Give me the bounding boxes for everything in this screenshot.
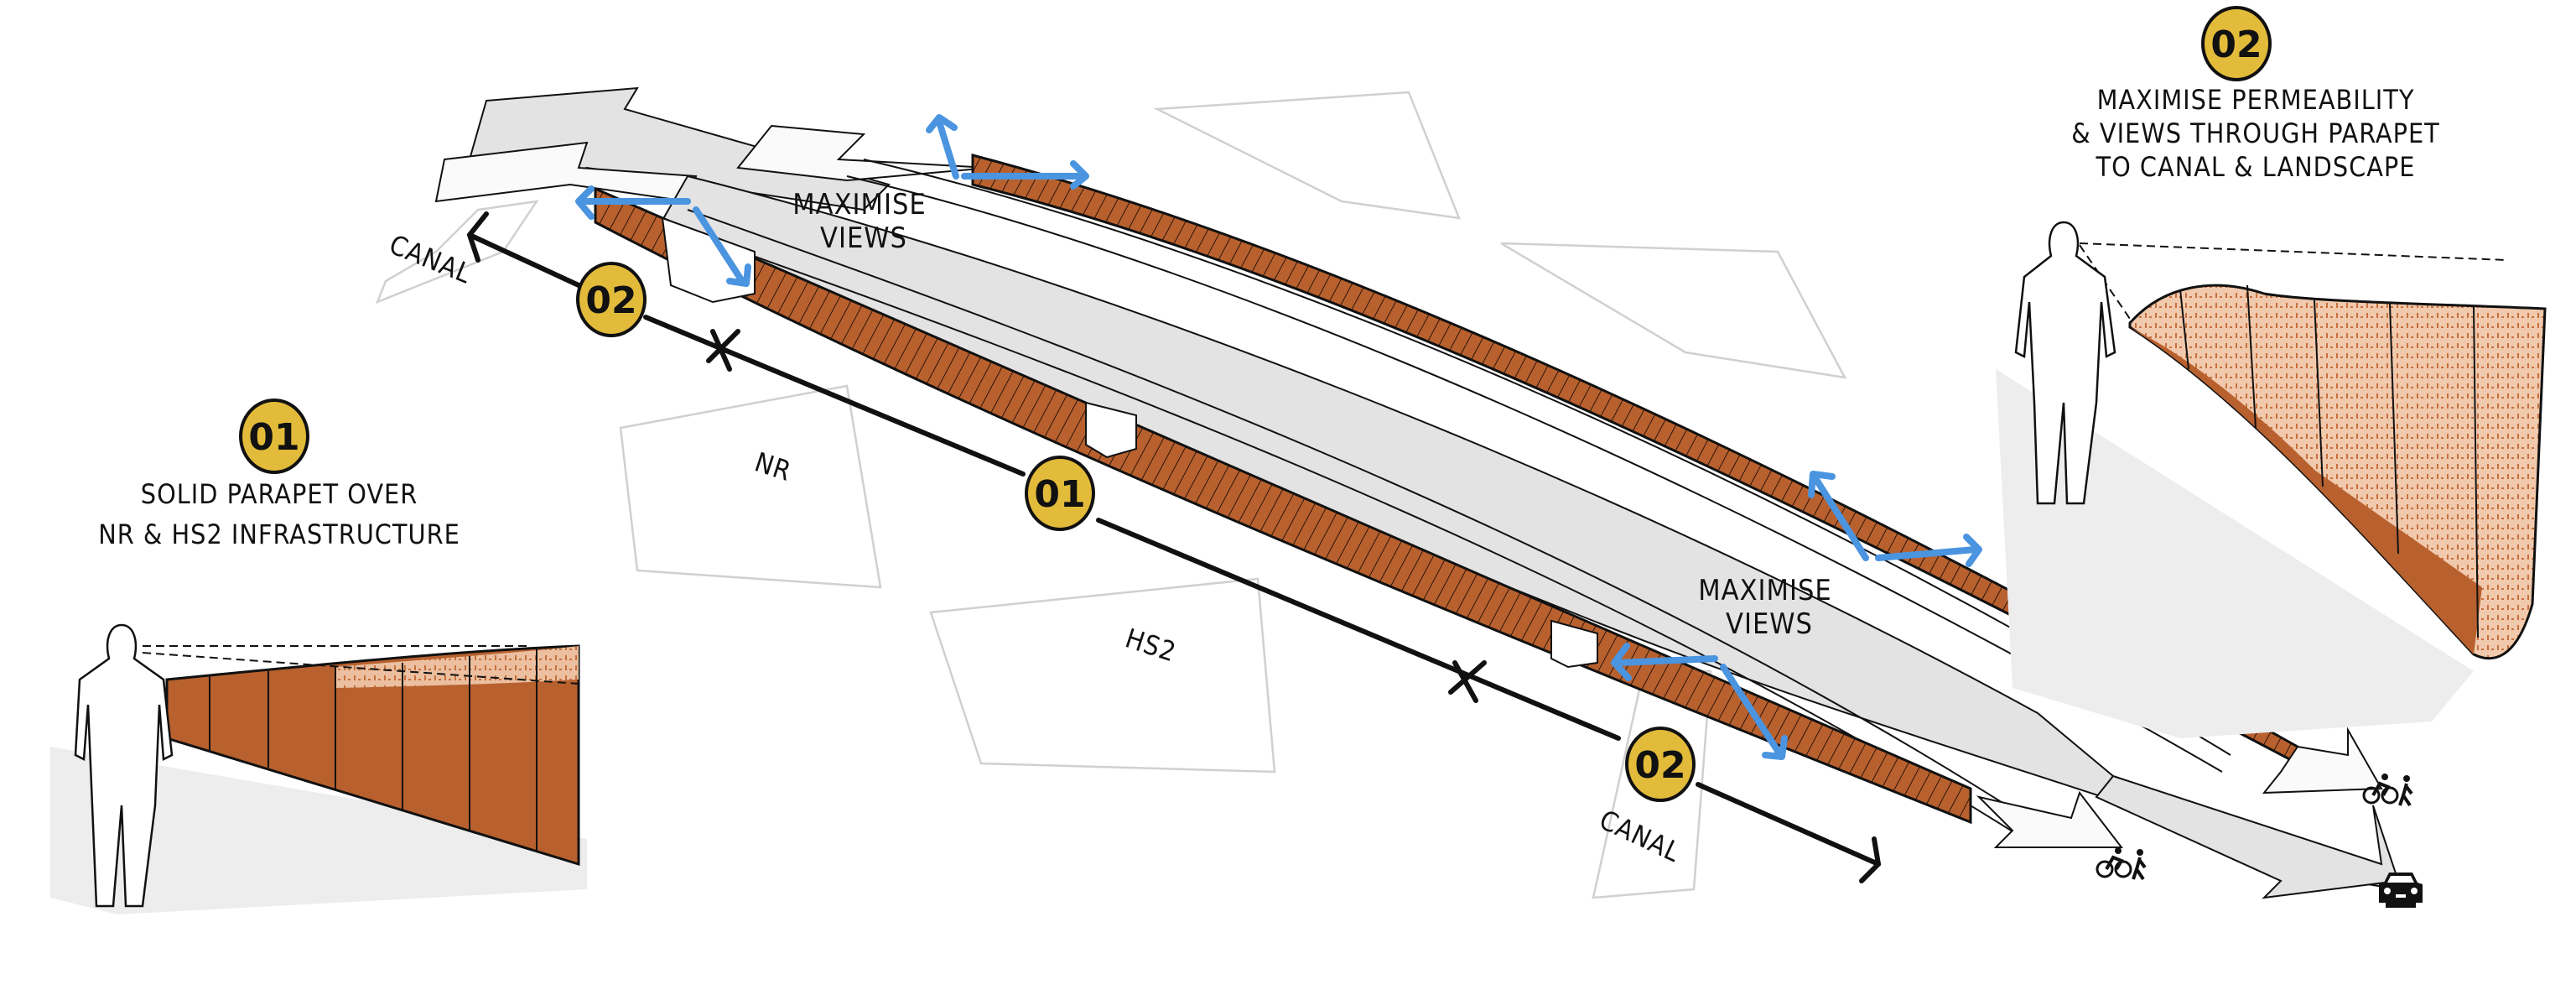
zone-badge: 02 [576,262,647,337]
badge-circle [1625,727,1696,802]
view-arrow [693,206,751,287]
callout-line: TO CANAL & LANDSCAPE [2096,151,2416,183]
pier [1085,401,1137,459]
badge-circle [1025,456,1095,531]
hs2-arrow [929,577,1276,774]
footway-arrow-east-lower [1976,790,2124,848]
view-arrow [961,160,1089,190]
ground-shadow [1996,369,2474,738]
label-nr: NR [751,445,796,487]
footway-arrow-east-upper [2262,727,2383,794]
landscape-arrow-1 [1153,91,1461,220]
ground-shadow [50,747,587,914]
callout-badge: 01 [239,399,309,474]
cycle-pedestrian-icon [2362,774,2413,807]
view-arrow [575,185,691,220]
view-arrow [1720,664,1788,760]
callout-line: SOLID PARAPET OVER [141,478,418,510]
label-maximise-views: MAXIMISE [792,188,926,221]
deck-arrow-east [2095,774,2400,899]
badge-number: 01 [1034,473,1085,516]
label-maximise-views: VIEWS [820,221,907,255]
parapet-perforated-top [335,646,579,688]
person-silhouette [74,623,174,908]
dimension-arrowhead [1859,836,1882,883]
badge-number: 02 [1634,744,1685,787]
label-hs2: HS2 [1122,622,1181,668]
callout-line: & VIEWS THROUGH PARAPET [2071,117,2439,149]
view-arrow [1875,534,1982,567]
badge-circle [576,262,647,337]
zone-badge: 02 [1625,727,1696,802]
dimension-segment [643,315,1026,477]
dimension-segment [467,232,581,288]
callout-line: NR & HS2 INFRASTRUCTURE [98,518,460,550]
view-arrow [926,114,959,180]
kerb-line [670,226,2038,848]
pier [1550,619,1598,669]
view-arrow [1611,643,1718,681]
dimension-tick [1448,660,1487,703]
callout-line: MAXIMISE PERMEABILITY [2097,84,2415,116]
panel-joints [2179,284,2479,638]
person-silhouette [2014,221,2116,505]
solid-parapet-inset [50,623,587,914]
label-maximise-views: VIEWS [1726,607,1813,641]
dimension-segment [1696,782,1881,867]
parapet-solid-base [2130,327,2482,654]
permeable-parapet-inset [1996,221,2547,738]
dimension-segment [1096,518,1621,741]
cycle-pedestrian-icon [2096,847,2147,881]
zone-dimension-line [466,211,1882,883]
view-arrow [1808,471,1869,561]
kerb-line [846,175,2223,773]
label-canal: CANAL [1595,804,1686,869]
solid-parapet-panel [165,644,580,867]
sightline [142,645,579,685]
label-maximise-views: MAXIMISE [1698,574,1831,607]
badge-number: 02 [585,279,636,322]
panel-joints [209,649,538,852]
badge-number: 02 [2210,23,2262,66]
callout-permeable-parapet: 02 MAXIMISE PERMEABILITY & VIEWS THROUGH… [1996,6,2547,738]
badge-circle [239,399,309,474]
landscape-arrow-2 [1500,242,1847,379]
dimension-tick [706,329,740,372]
nr-arrow [619,384,882,589]
view-arrows [575,114,1982,760]
car-icon [2379,873,2423,908]
callout-badge: 02 [2201,6,2272,81]
badge-circle [2201,6,2272,81]
kerb-line [687,209,2047,831]
dimension-arrowhead [466,211,489,263]
callout-solid-parapet: 01 SOLID PARAPET OVER NR & HS2 INFRASTRU… [50,399,587,914]
zone-badge: 01 [1025,456,1095,531]
badge-number: 01 [248,416,299,459]
